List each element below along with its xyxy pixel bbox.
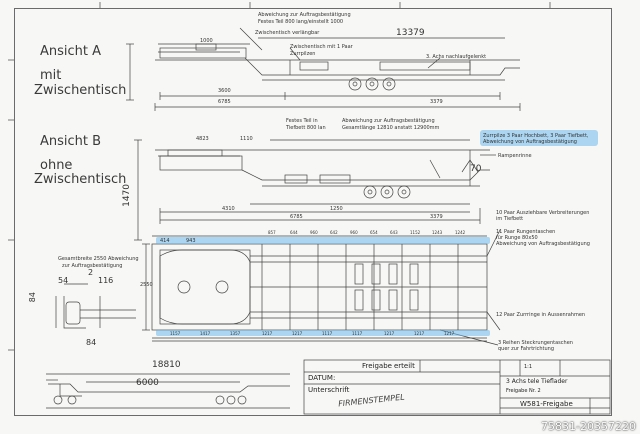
plan-dim-top-10: 1242	[455, 230, 466, 235]
view-b-dim-4823: 4823	[196, 136, 209, 142]
view-a-title: Ansicht A	[40, 44, 102, 59]
plan-dim-bottom-10: 1217	[444, 331, 455, 336]
view-a-subtitle-2: Zwischentisch	[34, 83, 127, 98]
view-b-note-deviation: Abweichung zur Auftragsbestätigung	[342, 118, 435, 124]
tb-scale: 1:1	[524, 364, 533, 370]
plan-dim-bottom-4: 1217	[262, 331, 273, 336]
plan-note-width-2: zur Auftragsbestätigung	[62, 263, 123, 269]
plan-note-extend: 10 Paar Ausziehbare Verbreiterungen	[496, 210, 590, 216]
plan-dim-2550: 2550	[140, 282, 153, 288]
title-block-drawing	[303, 359, 611, 415]
plan-dim-top-9: 1243	[432, 230, 443, 235]
view-b-dim-1250: 1250	[330, 206, 343, 212]
view-a-note-deviation: Abweichung zur Auftragsbestätigung	[258, 12, 351, 18]
tb-product: 3 Achs tele Tieflader	[506, 378, 568, 385]
plan-dim-top-5: 960	[350, 230, 358, 235]
view-a-note-intermediate-3: Zurrpilzen	[290, 51, 316, 57]
side-dim-54: 54	[58, 276, 69, 285]
plan-dim-943: 943	[186, 238, 196, 244]
view-b-dim-4310: 4310	[222, 206, 235, 212]
plan-dim-top-1: 857	[268, 230, 276, 235]
plan-note-rows: 3 Reihen Steckrungentaschen	[498, 340, 573, 346]
view-a-dim-left: 6785	[218, 99, 231, 105]
plan-note-ramp-pockets-3: Abweichung von Auftragsbestätigung	[496, 241, 590, 247]
tb-date-label: DATUM:	[308, 374, 336, 382]
view-b-dim-6785: 6785	[290, 214, 303, 220]
view-b-dim-70: 70	[470, 164, 482, 174]
view-b-note-lashing-2: Abweichung von Auftragsbestätigung	[483, 139, 577, 145]
side-dim-2: 2	[88, 268, 94, 277]
plan-dim-bottom-9: 1217	[414, 331, 425, 336]
plan-dim-bottom-1: 1157	[170, 331, 181, 336]
view-b-dim-1110: 1110	[240, 136, 253, 142]
plan-view-drawing	[142, 229, 501, 346]
watermark: 75831-20357220	[541, 420, 636, 433]
plan-dim-top-4: 642	[330, 230, 338, 235]
mini-view-drawing	[46, 373, 290, 409]
tb-release: Freigabe	[362, 362, 392, 370]
mini-dim-6000: 6000	[136, 378, 159, 388]
view-a-subtitle: mit	[40, 68, 62, 83]
view-a-note-fixed: Festes Teil 800 lang/einstellt 1000	[258, 19, 344, 25]
plan-dim-bottom-2: 1417	[200, 331, 211, 336]
view-b-note-fixed: Festes Teil in	[286, 118, 318, 124]
tb-release-no: Freigabe Nr. 2	[506, 388, 541, 394]
view-a-dim-small: 3600	[218, 88, 231, 94]
plan-dim-top-3: 960	[310, 230, 318, 235]
tb-release-state: erteilt	[394, 362, 415, 370]
view-b-subtitle-2: Zwischentisch	[34, 172, 127, 187]
plan-dim-bottom-8: 1217	[384, 331, 395, 336]
plan-dim-bottom-5: 1217	[292, 331, 303, 336]
drawing-frame	[14, 8, 612, 416]
view-b-subtitle: ohne	[40, 158, 73, 173]
plan-dim-bottom-6: 1117	[322, 331, 333, 336]
view-b-note-total-length: Gesamtlänge 12810 anstatt 12900mm	[342, 125, 440, 131]
tb-signature-label: Unterschrift	[308, 386, 350, 394]
plan-dim-top-8: 1152	[410, 230, 421, 235]
view-a-note-axle: 3. Achs nachlaufgelenkt	[426, 54, 487, 60]
plan-note-rings: 12 Paar Zurrringe in Aussenrahmen	[496, 312, 586, 318]
view-a-drawing	[126, 27, 521, 111]
highlight-marks	[156, 130, 598, 336]
view-a-dim-total: 13379	[396, 28, 425, 38]
view-b-note-fixed-2: Tiefbett 800 lan	[286, 125, 326, 131]
plan-dim-414: 414	[160, 238, 170, 244]
plan-note-ramp-pockets-2: für Runge 80x50	[496, 235, 538, 241]
side-dim-84: 84	[28, 292, 37, 303]
plan-dim-bottom-3: 1357	[230, 331, 241, 336]
view-b-drawing	[134, 139, 496, 241]
side-dim-84b: 84	[86, 338, 97, 347]
view-b-note-ramp: Rampenrinne	[498, 153, 532, 159]
plan-dim-top-7: 643	[390, 230, 398, 235]
view-a-dim-1000: 1000	[200, 38, 213, 44]
plan-note-ramp-pockets: 11 Paar Rungentaschen	[496, 229, 556, 235]
mini-dim-18810: 18810	[152, 360, 181, 370]
view-b-dim-3379: 3379	[430, 214, 443, 220]
side-dim-116: 116	[98, 276, 114, 285]
view-b-dim-1470: 1470	[122, 184, 132, 207]
plan-dim-top-2: 644	[290, 230, 298, 235]
plan-note-width: Gesamtbreite 2550 Abweichung	[58, 256, 139, 262]
plan-dim-top-6: 654	[370, 230, 378, 235]
plan-note-extend-2: im Tiefbett	[496, 216, 524, 222]
tb-drawing-no: W581-Freigabe	[520, 400, 573, 408]
view-b-note-lashing: Zurrpilze 3 Paar Hochbett, 3 Paar Tiefbe…	[483, 133, 589, 139]
view-a-note-intermediate: Zwischentisch verlängbar	[255, 30, 320, 36]
view-a-note-intermediate-2: Zwischentisch mit 1 Paar	[290, 44, 353, 50]
view-a-dim-right: 3379	[430, 99, 443, 105]
view-b-title: Ansicht B	[40, 134, 102, 149]
plan-note-rows-2: quer zur Fahrtrichtung	[498, 346, 555, 352]
plan-dim-bottom-7: 1117	[352, 331, 363, 336]
side-detail-drawing	[55, 283, 136, 329]
